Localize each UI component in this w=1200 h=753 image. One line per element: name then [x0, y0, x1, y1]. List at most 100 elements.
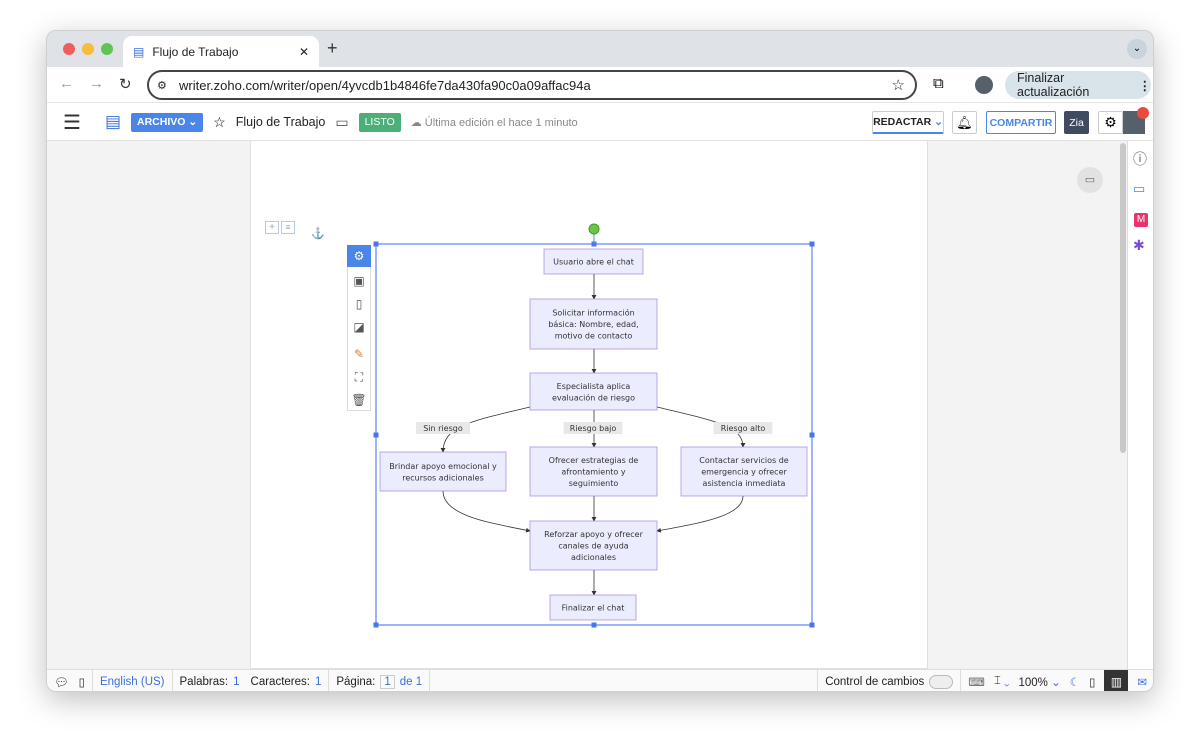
svg-text:Riesgo alto: Riesgo alto — [721, 424, 766, 433]
book-view-icon[interactable]: ▥ — [1104, 669, 1129, 691]
resize-handle[interactable] — [373, 432, 379, 438]
feedback-mail-icon[interactable]: ✉ — [1137, 676, 1147, 689]
flow-node-text: adicionales — [571, 553, 616, 562]
favorite-star-icon[interactable]: ☆ — [213, 113, 226, 130]
wrap-page-icon[interactable]: ▯ — [355, 297, 363, 311]
zoom-dropdown[interactable]: 100% ⌄ — [1018, 676, 1061, 689]
maximize-window-button[interactable] — [101, 43, 113, 55]
update-button[interactable]: Finalizar actualización⋮ — [1005, 71, 1151, 99]
block-menu-icon[interactable]: ≡ — [281, 221, 295, 234]
fullscreen-icon[interactable]: ⛶ — [354, 369, 364, 384]
resize-handle[interactable] — [809, 241, 815, 247]
mail-merge-icon[interactable]: M — [1134, 213, 1148, 227]
resize-handle[interactable] — [591, 622, 597, 628]
image-settings-icon[interactable]: ⚙ — [347, 245, 371, 267]
url-input[interactable]: ⚙ writer.zoho.com/writer/open/4yvcdb1b48… — [147, 70, 917, 100]
flow-node-text: básica: Nombre, edad, — [548, 320, 638, 329]
add-block-icon[interactable]: + — [265, 221, 279, 234]
status-badge: LISTO — [358, 112, 401, 132]
last-edit-status: ☁ Última edición el hace 1 minuto — [410, 116, 578, 129]
vertical-scrollbar[interactable] — [1120, 143, 1126, 453]
tab-title: Flujo de Trabajo — [152, 44, 239, 59]
info-icon[interactable]: ⓘ — [1133, 151, 1147, 167]
flow-node-text: Finalizar el chat — [562, 604, 625, 613]
document-title[interactable]: Flujo de Trabajo — [235, 115, 326, 129]
delete-trash-icon[interactable]: 🗑︎ — [351, 393, 367, 407]
reload-icon[interactable]: ↻ — [119, 76, 132, 93]
zia-label: Zia — [1069, 116, 1084, 129]
toolbar-left-group: ☰ ▤ ARCHIVO ⌄ ☆ Flujo de Trabajo ▭ LISTO… — [63, 103, 578, 141]
flowchart-diagram[interactable]: Sin riesgo Riesgo bajo Riesgo alto Usuario… — [47, 141, 1127, 669]
settings-gear-icon[interactable]: ⚙ — [1098, 111, 1123, 134]
share-button[interactable]: COMPARTIR — [986, 111, 1056, 134]
hamburger-menu-icon[interactable]: ☰ — [63, 111, 81, 134]
resize-handle[interactable] — [373, 241, 379, 247]
announcement-badge[interactable] — [1137, 107, 1149, 119]
rotate-handle[interactable] — [588, 223, 600, 235]
flow-node-text: asistencia inmediata — [703, 479, 786, 488]
chevron-down-icon[interactable]: ⌄ — [1127, 39, 1147, 59]
language-selector[interactable]: English (US) — [99, 675, 165, 688]
browser-window: ▤ Flujo de Trabajo ✕ + ⌄ ← → ↻ ⚙ writer.… — [46, 30, 1154, 692]
tab-flujo[interactable]: ▤ Flujo de Trabajo ✕ — [123, 36, 319, 67]
chars-count: 1 — [314, 675, 322, 688]
flow-node[interactable]: Usuario abre el chat — [543, 248, 644, 275]
app-toolbar: ☰ ▤ ARCHIVO ⌄ ☆ Flujo de Trabajo ▭ LISTO… — [47, 103, 1153, 141]
status-bar: 💬︎ ▯ English (US) Palabras: 1 Caracteres… — [47, 669, 1153, 691]
notifications-bell-icon[interactable]: 🔔︎ — [952, 111, 977, 134]
more-icon: ⋮ — [1138, 78, 1152, 93]
star-icon[interactable]: ☆ — [891, 77, 905, 94]
mode-label: REDACTAR — [873, 116, 932, 128]
comment-icon[interactable]: 💬︎ — [54, 676, 69, 689]
profile-avatar[interactable] — [975, 76, 993, 94]
edge-label: Sin riesgo — [416, 422, 470, 434]
close-tab-icon[interactable]: ✕ — [298, 44, 309, 59]
file-menu-button[interactable]: ARCHIVO ⌄ — [131, 112, 204, 132]
track-changes-toggle[interactable] — [929, 674, 954, 689]
flow-node-text: Contactar servicios de — [699, 456, 789, 465]
chars-label: Caracteres: — [250, 675, 310, 688]
page-total: de 1 — [399, 675, 423, 688]
new-tab-icon[interactable]: + — [327, 38, 338, 58]
edge-label: Riesgo bajo — [563, 422, 623, 434]
close-window-button[interactable] — [63, 43, 75, 55]
page-number-input[interactable]: 1 — [380, 674, 395, 689]
mode-dropdown[interactable]: REDACTAR ⌄ — [872, 111, 944, 134]
document-status-icon[interactable]: ▯ — [78, 676, 85, 689]
flow-node[interactable]: Finalizar el chat — [549, 594, 637, 621]
last-edit-text: Última edición el hace 1 minuto — [424, 116, 578, 129]
edit-brush-icon[interactable]: ✎ — [353, 347, 365, 361]
folder-icon[interactable]: ▭ — [335, 113, 349, 130]
layout-toggle-icon[interactable]: ▭ — [1077, 167, 1103, 193]
flow-node-text: motivo de contacto — [555, 332, 633, 341]
forward-icon[interactable]: → — [89, 75, 104, 92]
wrap-inline-icon[interactable]: ▣ — [353, 274, 365, 288]
minimize-window-button[interactable] — [82, 43, 94, 55]
resize-handle[interactable] — [809, 432, 815, 438]
night-mode-icon[interactable]: ☾ — [1069, 676, 1081, 689]
url-text: writer.zoho.com/writer/open/4yvcdb1b4846… — [179, 77, 591, 93]
extensions-icon[interactable]: ⧉ — [933, 75, 944, 92]
page-label: Página: — [336, 675, 376, 688]
status-badge-label: LISTO — [364, 116, 395, 128]
resize-handle[interactable] — [373, 622, 379, 628]
single-page-view-icon[interactable]: ▯ — [1089, 676, 1096, 689]
site-settings-icon[interactable]: ⚙ — [157, 79, 167, 92]
page-layout-icon[interactable]: ⌶ ⌄ — [993, 675, 1010, 687]
zia-button[interactable]: Zia — [1064, 111, 1089, 134]
keyboard-icon[interactable]: ⌨ — [968, 676, 985, 689]
back-icon[interactable]: ← — [59, 75, 74, 92]
resize-handle[interactable] — [809, 622, 815, 628]
storage-icon[interactable]: ▭ — [1133, 181, 1146, 196]
anchor-icon[interactable]: ⚓ — [311, 228, 325, 240]
crop-icon[interactable]: ◪ — [353, 320, 365, 334]
flow-node-text: Usuario abre el chat — [553, 258, 634, 267]
extensions-puzzle-icon[interactable]: ✱ — [1133, 237, 1145, 253]
flow-arrow — [656, 495, 744, 533]
